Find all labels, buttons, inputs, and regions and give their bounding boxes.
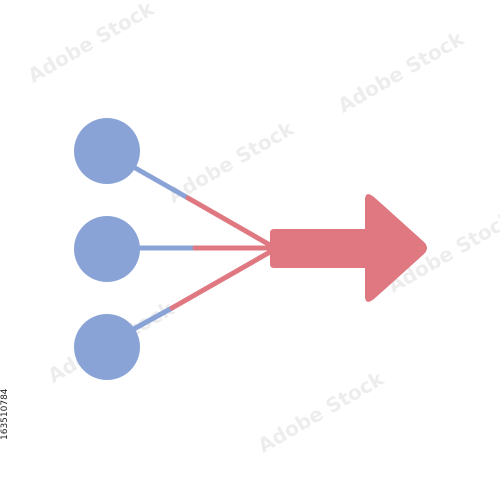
connector-top-blue <box>127 162 191 201</box>
arrow-right-icon <box>270 194 427 302</box>
connector-top-red <box>185 195 273 248</box>
node-top <box>74 118 140 184</box>
node-middle <box>74 216 140 282</box>
node-bottom <box>74 314 140 380</box>
connector-bottom-blue <box>129 305 175 333</box>
connector-bottom-red <box>169 249 273 311</box>
stock-id-text: 163510784 <box>0 388 10 440</box>
